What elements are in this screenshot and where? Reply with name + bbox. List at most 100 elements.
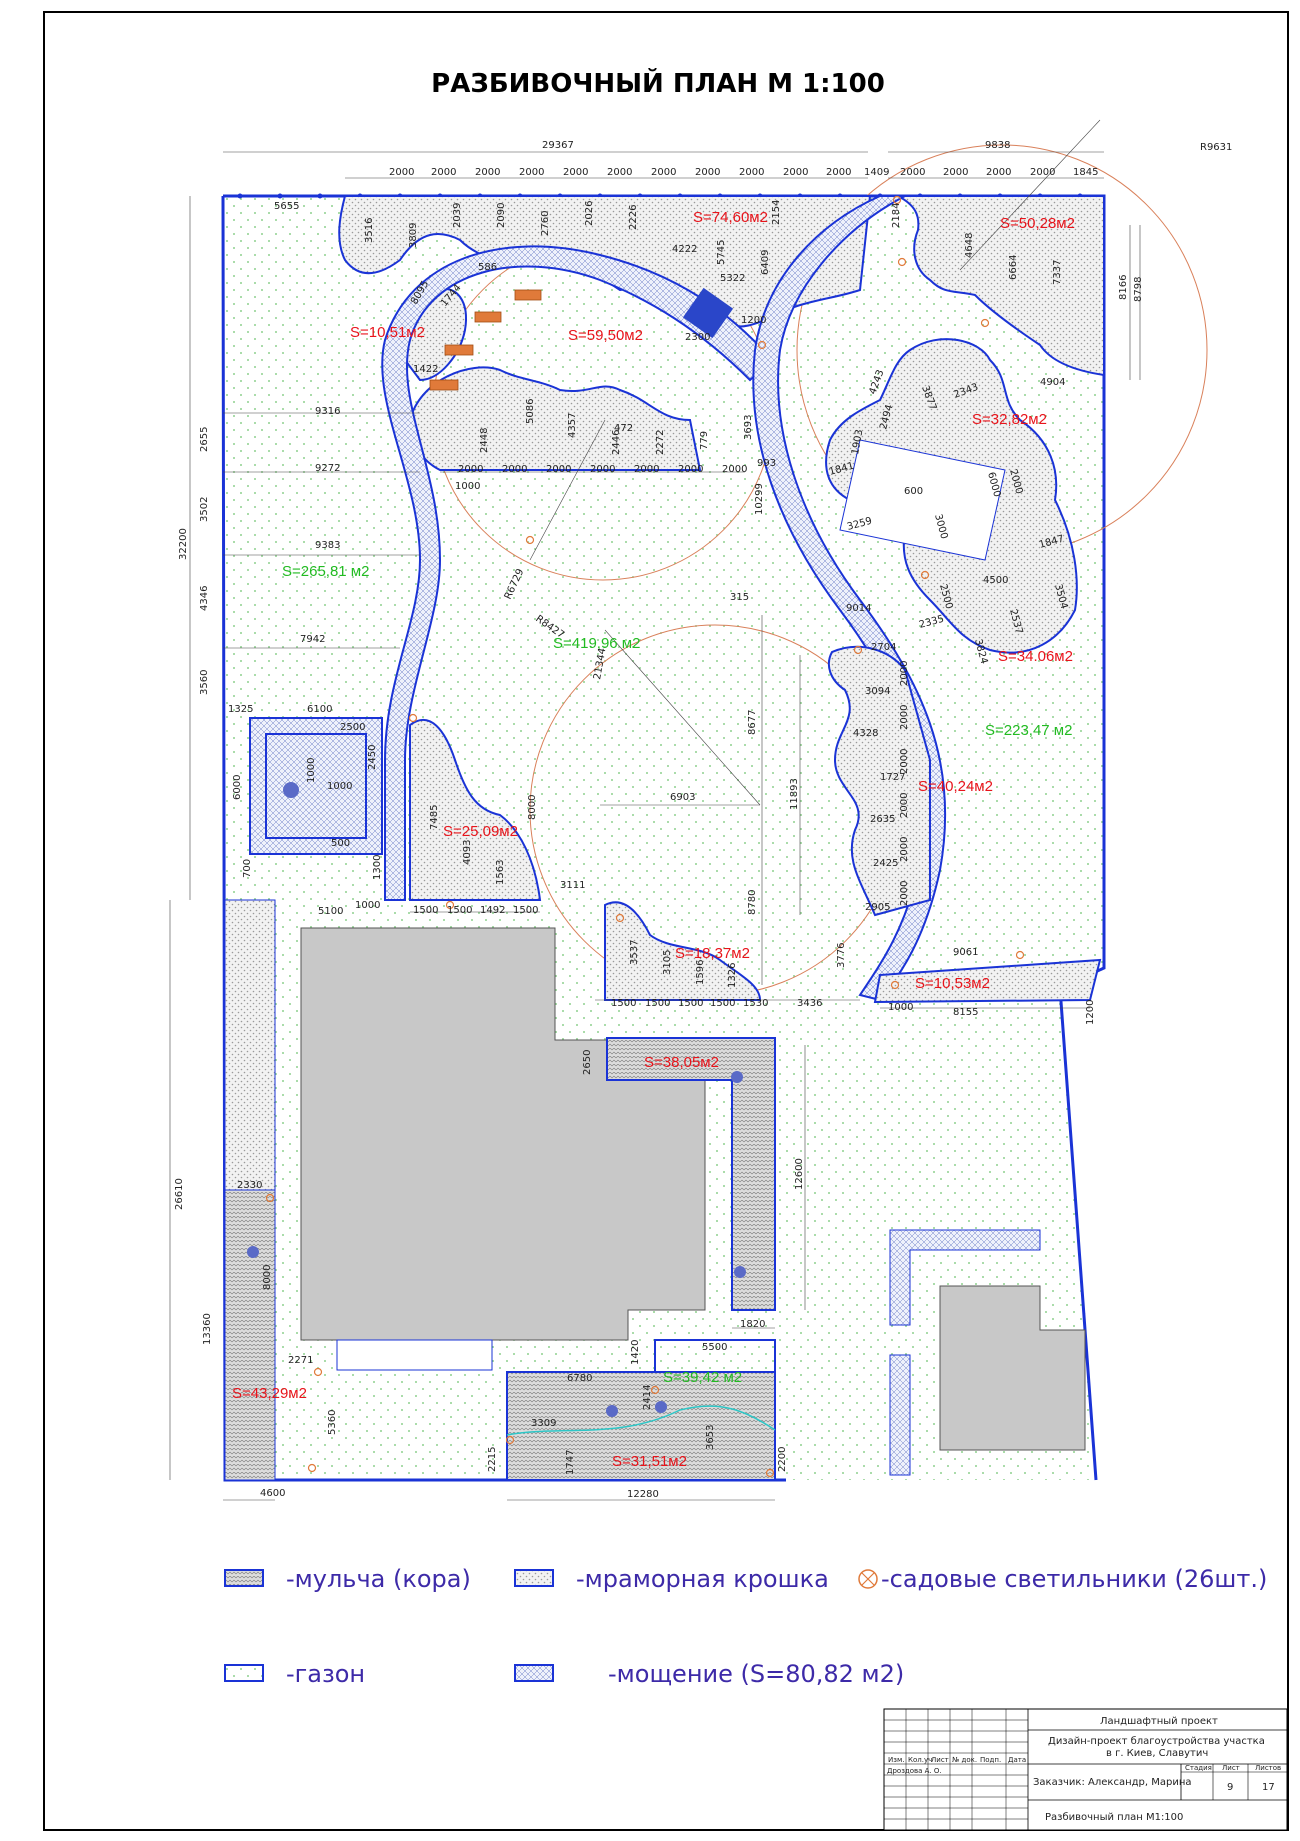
area-label: S=265,81 м2 xyxy=(282,563,369,580)
dim-label: 6100 xyxy=(307,704,332,715)
dim-label: 8677 xyxy=(747,710,758,735)
dim-label: 1326 xyxy=(727,963,738,988)
area-label: S=18,37м2 xyxy=(675,945,750,962)
legend-swatch-lawn xyxy=(224,1664,264,1682)
dim-label: 2000 xyxy=(678,464,703,475)
tb-col-podp: Подп. xyxy=(980,1756,1001,1764)
dim-label: 3502 xyxy=(199,497,210,522)
dim-label: 2000 xyxy=(590,464,615,475)
dim-label: 3111 xyxy=(560,880,585,891)
dim-label: 1492 xyxy=(480,905,505,916)
tb-developer: Дроздова А. О. xyxy=(887,1767,942,1775)
dim-label: 1500 xyxy=(447,905,472,916)
dim-label: 2000 xyxy=(899,837,910,862)
area-label: S=50,28м2 xyxy=(1000,215,1075,232)
area-label: S=10,53м2 xyxy=(915,975,990,992)
dim-label: 2026 xyxy=(584,201,595,226)
dim-label: 2184 xyxy=(891,203,902,228)
dim-label: 4222 xyxy=(672,244,697,255)
steps xyxy=(682,287,734,339)
dim-label: 3776 xyxy=(836,943,847,968)
dim-label: 2272 xyxy=(655,430,666,455)
dim-label: 9014 xyxy=(846,603,871,614)
lamp-bed-3 xyxy=(731,1071,743,1083)
dim-label: 3537 xyxy=(629,940,640,965)
dim-label: 1200 xyxy=(1085,1000,1096,1025)
dim-label: 13360 xyxy=(202,1313,213,1345)
dim-label: 10299 xyxy=(754,483,765,515)
dim-label: 2905 xyxy=(865,902,890,913)
dim-label: 2000 xyxy=(899,881,910,906)
dim-label: R9631 xyxy=(1200,142,1232,153)
dim-label: 4093 xyxy=(462,840,473,865)
dim-label: 2039 xyxy=(452,203,463,228)
dim-label: 5322 xyxy=(720,273,745,284)
tb-project-name-1: Дизайн-проект благоустройства участка xyxy=(1048,1736,1265,1747)
dim-label: 1820 xyxy=(740,1319,765,1330)
dim-label: 2154 xyxy=(771,200,782,225)
dim-label: 2425 xyxy=(873,858,898,869)
dim-label: 2000 xyxy=(389,167,414,178)
area-label: S=32,82м2 xyxy=(972,411,1047,428)
dim-label: 5360 xyxy=(327,1410,338,1435)
garage-path-2 xyxy=(889,1354,911,1476)
dim-label: 7485 xyxy=(429,805,440,830)
dim-label: 3516 xyxy=(364,218,375,243)
dim-label: 1500 xyxy=(413,905,438,916)
dim-label: 3809 xyxy=(408,223,419,248)
dim-label: 4357 xyxy=(567,413,578,438)
dim-label: 2760 xyxy=(540,211,551,236)
dim-label: 2000 xyxy=(634,464,659,475)
dim-label: 5086 xyxy=(525,399,536,424)
dim-label: 2650 xyxy=(582,1050,593,1075)
marble-left-strip xyxy=(224,899,276,1191)
dim-label: 5100 xyxy=(318,906,343,917)
dim-label: 1000 xyxy=(306,758,317,783)
dim-label: 2448 xyxy=(479,428,490,453)
dim-label: 2655 xyxy=(199,427,210,452)
mulch-left-strip xyxy=(224,1189,276,1481)
dim-label: 2000 xyxy=(475,167,500,178)
dim-label: 2000 xyxy=(431,167,456,178)
dim-label: 7337 xyxy=(1052,260,1063,285)
dim-label: 1000 xyxy=(355,900,380,911)
dim-label: 2000 xyxy=(1030,167,1055,178)
dim-label: 2000 xyxy=(739,167,764,178)
dim-label: 1563 xyxy=(495,860,506,885)
area-label: S=39,42 м2 xyxy=(663,1369,742,1386)
dim-label: 2000 xyxy=(502,464,527,475)
lawn-island-center xyxy=(839,439,1006,561)
dim-label: 6780 xyxy=(567,1373,592,1384)
tb-project-type: Ландшафтный проект xyxy=(1100,1716,1218,1727)
dim-label: 2000 xyxy=(546,464,571,475)
garage-path xyxy=(889,1229,1041,1326)
dim-label: 2000 xyxy=(783,167,808,178)
dim-label: 1747 xyxy=(565,1450,576,1475)
legend-swatch-marble xyxy=(514,1569,554,1587)
dim-label: 12600 xyxy=(794,1158,805,1190)
tb-col-ndoc: № док. xyxy=(952,1756,977,1764)
dim-label: 2000 xyxy=(899,793,910,818)
dim-label: 779 xyxy=(699,431,710,450)
dim-label: 1500 xyxy=(710,998,735,1009)
dim-label: 2000 xyxy=(563,167,588,178)
dim-label: 12280 xyxy=(627,1489,659,1500)
dim-label: 5500 xyxy=(702,1342,727,1353)
garden-light-icon xyxy=(858,1569,878,1589)
lamp-bed-4 xyxy=(734,1266,746,1278)
dim-label: 4500 xyxy=(983,575,1008,586)
dim-label: 2330 xyxy=(237,1180,262,1191)
dim-label: 8155 xyxy=(953,1007,978,1018)
area-label: S=223,47 м2 xyxy=(985,722,1072,739)
dim-label: 2000 xyxy=(986,167,1011,178)
dim-label: 2635 xyxy=(870,814,895,825)
dim-label: 2704 xyxy=(871,642,896,653)
dim-label: 2446 xyxy=(611,430,622,455)
tb-customer: Заказчик: Александр, Марина xyxy=(1033,1777,1192,1788)
dim-label: 2271 xyxy=(288,1355,313,1366)
tb-col-data: Дата xyxy=(1008,1756,1026,1764)
area-label: S=43,29м2 xyxy=(232,1385,307,1402)
dim-label: 1500 xyxy=(678,998,703,1009)
terrace-square xyxy=(249,717,383,855)
